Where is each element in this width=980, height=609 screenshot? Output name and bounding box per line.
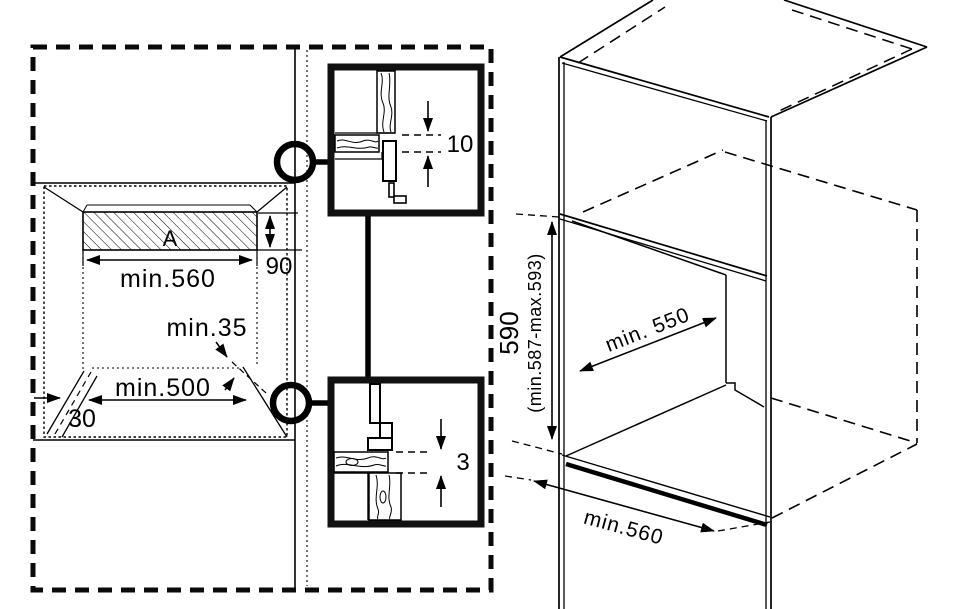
dim-strip-height: 90 <box>257 212 302 280</box>
dim-corner-label: min.35 <box>166 314 247 342</box>
dim-gap-top-label: 10 <box>447 131 474 158</box>
niche-cutout-outline <box>43 185 288 438</box>
dim-depth-label: min. 550 <box>602 303 693 357</box>
dim-width-top-label: min.560 <box>120 265 216 293</box>
oven-flange-profile-top <box>382 140 407 204</box>
area-label: A <box>163 226 178 251</box>
dim-height-range-label: (min.587-max.593) <box>525 253 545 413</box>
magnifier-top-icon <box>273 140 332 184</box>
back-panel-notch <box>726 382 765 408</box>
dim-strip-height-label: 90 <box>266 253 293 280</box>
plinth-dashed <box>54 371 92 435</box>
corner-diagonal-left <box>43 186 84 213</box>
oven-niche <box>565 220 765 457</box>
dim-width-bottom: min.500 <box>88 374 247 405</box>
dim-plinth-offset: 30 <box>34 393 96 433</box>
dim-gap-top: 10 <box>402 101 473 187</box>
wood-section-vertical-bottom <box>368 472 402 521</box>
dim-plinth-label: 30 <box>68 405 96 433</box>
detail-box-bottom: 3 <box>327 376 485 528</box>
dim-gap-bottom-label: 3 <box>456 449 469 476</box>
dim-width-iso-label: min.560 <box>581 506 666 550</box>
dim-corner-clearance: min.35 <box>166 314 267 394</box>
hidden-edges <box>577 6 918 519</box>
clearance-zone-border <box>30 44 494 593</box>
clearance-dashed <box>231 361 267 394</box>
wood-section-horizontal-bottom <box>333 451 389 473</box>
strip-chamfer-left <box>82 204 88 213</box>
strip-rect <box>82 211 258 251</box>
vent-strip-hatched: A <box>82 204 258 251</box>
wood-section-horizontal-top <box>334 134 380 153</box>
front-view: A min.560 90 30 <box>33 48 308 588</box>
dim-niche-height: 590 (min.587-max.593) <box>494 213 563 455</box>
magnifier-bottom-icon <box>269 381 332 425</box>
detail-box-top: 10 <box>327 63 485 217</box>
oven-flange-profile-bottom <box>367 383 393 451</box>
upper-cabinet <box>558 0 928 609</box>
plinth-recess <box>46 370 98 438</box>
dim-width-top: min.560 <box>82 250 258 293</box>
dim-gap-bottom: 3 <box>396 419 470 507</box>
plinth-line-2 <box>61 375 98 438</box>
niche-floor-edge <box>565 384 727 457</box>
dim-width-bottom-label: min.500 <box>115 374 211 402</box>
dim-height-label: 590 <box>494 311 524 354</box>
iso-view: 590 (min.587-max.593) min. 550 min.560 <box>494 0 928 609</box>
front-rail-block <box>334 472 369 520</box>
dim-depth: min. 550 <box>579 303 717 372</box>
strip-chamfer-right <box>249 204 258 213</box>
wood-section-vertical-top <box>376 70 396 134</box>
plinth-line-1 <box>46 370 85 435</box>
corner-diagonal-right <box>256 186 288 213</box>
arrow-upper <box>215 341 228 358</box>
arrow-lower <box>222 377 235 392</box>
